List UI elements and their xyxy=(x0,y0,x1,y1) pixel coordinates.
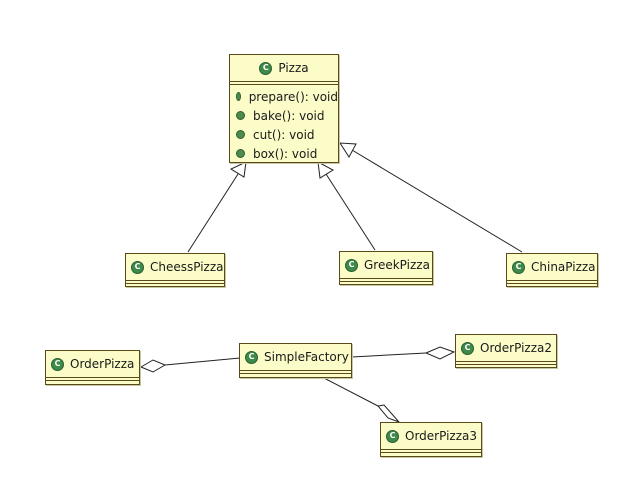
hollow-triangle-arrow xyxy=(229,161,247,178)
divider xyxy=(240,370,351,373)
hollow-diamond xyxy=(424,346,456,360)
divider xyxy=(456,364,556,367)
public-method-icon xyxy=(236,92,241,101)
divider xyxy=(230,81,338,84)
hollow-diamond xyxy=(139,359,167,373)
divider xyxy=(340,281,432,284)
class-name: Pizza xyxy=(278,61,309,75)
method-label: prepare(): void xyxy=(248,89,338,104)
hollow-triangle-arrow xyxy=(339,142,357,158)
public-method-icon xyxy=(236,130,245,139)
generalization-line-cheesspizza xyxy=(187,173,239,253)
method-box: box(): void xyxy=(236,144,338,163)
class-name: OrderPizza2 xyxy=(480,341,552,355)
class-name: SimpleFactory xyxy=(264,350,349,364)
divider xyxy=(507,283,597,286)
divider xyxy=(126,283,224,286)
method-prepare: prepare(): void xyxy=(236,87,338,106)
divider xyxy=(46,380,139,383)
class-icon: C xyxy=(245,350,258,364)
generalization-line-chinapizza xyxy=(351,149,523,253)
method-label: cut(): void xyxy=(253,127,315,142)
class-icon: C xyxy=(51,357,64,371)
aggregation-line-orderpizza xyxy=(164,357,241,366)
divider xyxy=(381,452,481,455)
class-name: OrderPizza xyxy=(70,357,135,371)
class-name: ChinaPizza xyxy=(531,260,596,274)
aggregation-line-orderpizza2 xyxy=(351,352,427,358)
method-label: bake(): void xyxy=(253,108,325,123)
class-cheesspizza[interactable]: C CheessPizza xyxy=(125,253,225,287)
hollow-triangle-arrow xyxy=(317,161,335,179)
public-method-icon xyxy=(236,111,245,120)
class-chinapizza[interactable]: C ChinaPizza xyxy=(506,253,598,287)
divider xyxy=(456,361,556,364)
class-icon: C xyxy=(345,258,358,272)
class-icon: C xyxy=(512,260,525,274)
class-name: GreekPizza xyxy=(364,258,430,272)
methods-compartment: prepare(): void bake(): void cut(): void… xyxy=(230,84,338,165)
divider xyxy=(340,278,432,281)
class-name: OrderPizza3 xyxy=(405,429,477,443)
hollow-diamond xyxy=(377,404,400,423)
method-label: box(): void xyxy=(253,146,318,161)
class-orderpizza2[interactable]: C OrderPizza2 xyxy=(455,334,557,368)
method-cut: cut(): void xyxy=(236,125,338,144)
class-orderpizza3[interactable]: C OrderPizza3 xyxy=(380,422,482,457)
divider xyxy=(46,377,139,380)
public-method-icon xyxy=(236,149,245,158)
divider xyxy=(507,280,597,283)
class-icon: C xyxy=(259,61,273,75)
class-greekpizza[interactable]: C GreekPizza xyxy=(339,251,433,285)
class-icon: C xyxy=(131,260,144,274)
method-bake: bake(): void xyxy=(236,106,338,125)
divider xyxy=(381,449,481,452)
class-icon: C xyxy=(461,341,474,355)
generalization-line-greekpizza xyxy=(325,173,376,251)
divider xyxy=(240,373,351,376)
class-pizza[interactable]: C Pizza prepare(): void bake(): void cut… xyxy=(229,54,339,163)
class-icon: C xyxy=(386,429,399,443)
class-simplefactory[interactable]: C SimpleFactory xyxy=(239,343,352,378)
aggregation-line-orderpizza3 xyxy=(321,376,379,407)
class-name: CheessPizza xyxy=(150,260,224,274)
divider xyxy=(126,280,224,283)
class-orderpizza[interactable]: C OrderPizza xyxy=(45,350,140,385)
